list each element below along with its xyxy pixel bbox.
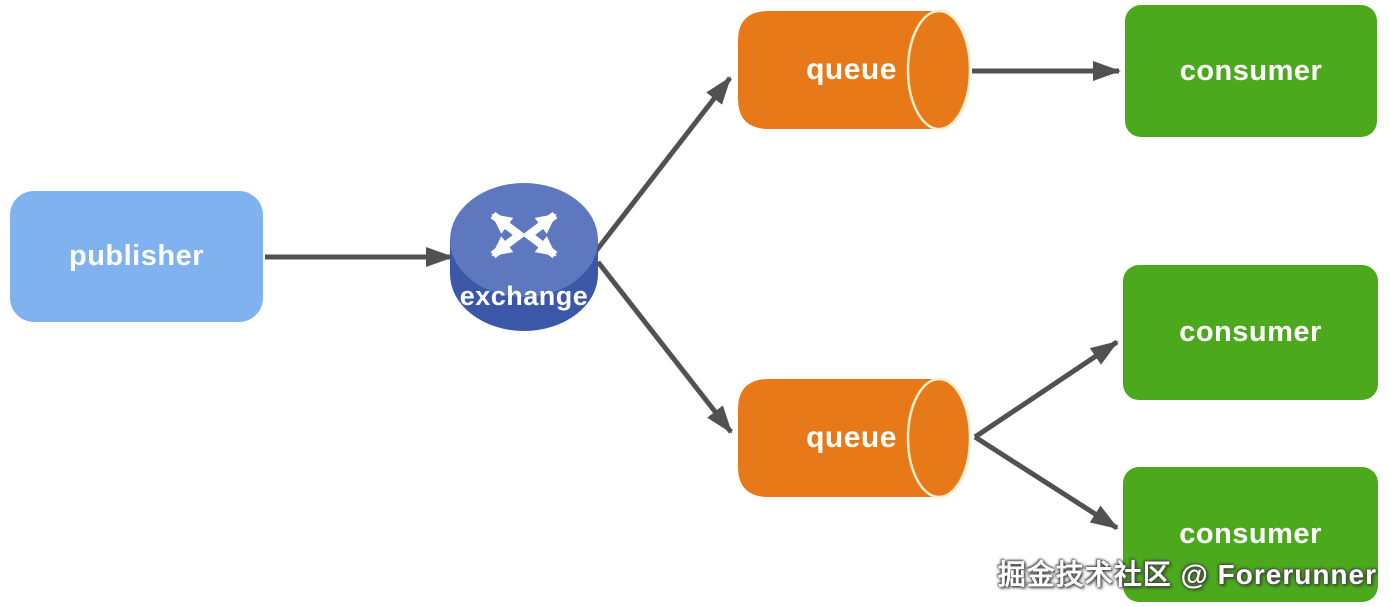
exchange-cylinder-top <box>450 183 598 297</box>
consumer-top-label: consumer <box>1179 54 1323 87</box>
exchange-router-icon <box>450 183 598 331</box>
consumer-middle-node: consumer <box>1123 265 1378 400</box>
edge-exchange-queue-bottom <box>596 260 733 434</box>
watermark-text: 掘金技术社区 @ Forerunner <box>997 559 1377 590</box>
publisher-node: publisher <box>10 191 263 322</box>
exchange-label: exchange <box>459 281 589 311</box>
queue-cylinder-body <box>738 11 939 129</box>
queue-cylinder-shape <box>738 9 972 131</box>
edge-queue-bottom-consumer-middle <box>973 339 1119 440</box>
crossed-arrows-icon <box>490 211 558 259</box>
queue-cylinder-body <box>738 379 939 497</box>
publisher-label: publisher <box>68 240 204 272</box>
consumer-bottom-label: consumer <box>1179 518 1322 550</box>
queue-bottom-node: queue <box>733 377 972 499</box>
consumer-top-node: consumer <box>1125 5 1377 137</box>
edge-exchange-queue-top <box>594 76 732 253</box>
queue-top-label: queue <box>806 53 897 86</box>
exchange-node: exchange <box>450 183 598 331</box>
queue-bottom-label: queue <box>806 421 897 454</box>
queue-top-node: queue <box>733 9 972 131</box>
consumer-bottom-node: consumer <box>1123 467 1378 602</box>
consumer-middle-label: consumer <box>1179 316 1322 348</box>
edge-queue-bottom-consumer-bottom <box>973 434 1119 531</box>
